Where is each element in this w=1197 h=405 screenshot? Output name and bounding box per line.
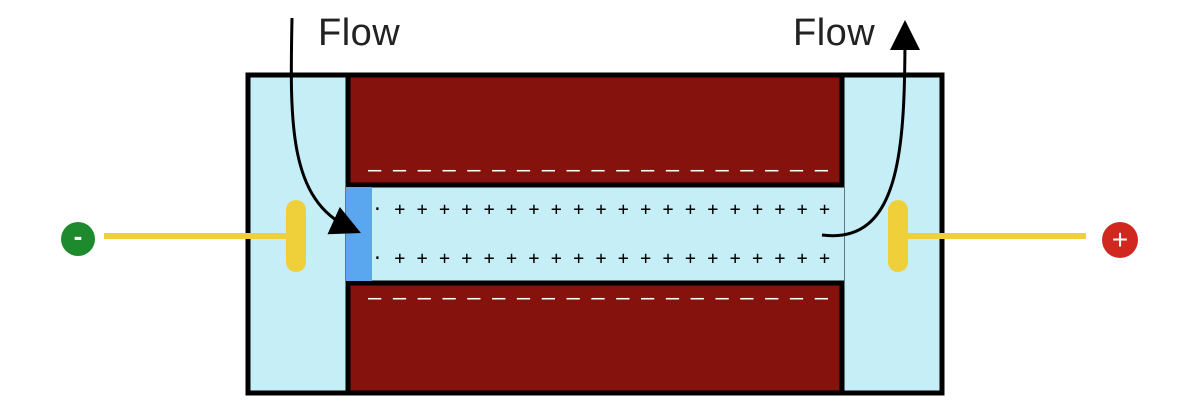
bottom-wall	[348, 283, 842, 393]
negative-terminal	[61, 222, 95, 256]
flow-right-label: Flow	[793, 12, 876, 54]
right-electrode-plate	[888, 200, 908, 272]
left-electrode-plate	[286, 200, 306, 272]
membrane-plug	[346, 187, 372, 281]
channel-fluid	[346, 185, 844, 283]
top-wall	[348, 75, 842, 185]
positive-terminal-symbol: +	[1112, 224, 1128, 255]
flow-out-arrow	[821, 20, 920, 238]
top-wall-negative-charges: – – – – – – – – – – – – – – – – – – –	[368, 158, 829, 183]
flow-in-arrow	[289, 17, 361, 235]
upper-positive-charges: · + + + + + + + + + + + + + + + + + + + …	[372, 199, 830, 220]
negative-terminal-symbol: -	[74, 221, 83, 251]
flow-left-label: Flow	[318, 12, 401, 54]
positive-terminal	[1102, 222, 1138, 258]
bottom-wall-negative-charges: – – – – – – – – – – – – – – – – – – –	[368, 286, 829, 311]
lower-positive-charges: · + + + + + + + + + + + + + + + + + + + …	[372, 248, 830, 269]
